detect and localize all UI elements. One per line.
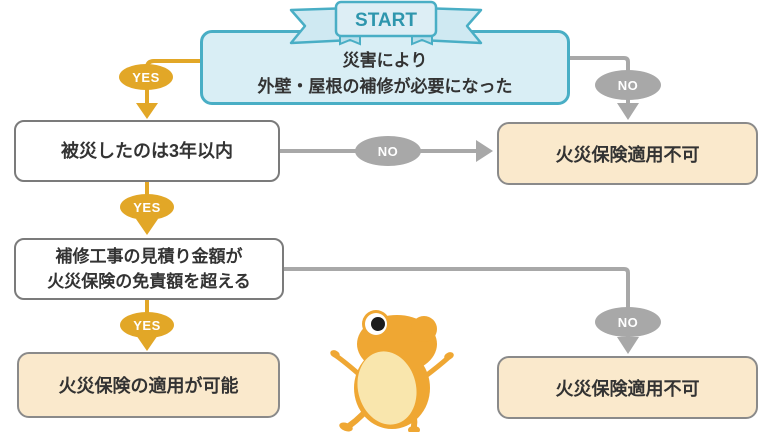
- node-result-not-applicable-bottom: 火災保険適用不可: [497, 356, 758, 419]
- node-condition-within-3-years: 被災したのは3年以内: [14, 120, 280, 182]
- node-result-applicable: 火災保険の適用が可能: [17, 352, 280, 418]
- edge-label-yes-1: YES: [119, 64, 173, 90]
- node-result-not-applicable-top: 火災保険適用不可: [497, 122, 758, 185]
- node-condition-disaster-line1: 災害により: [342, 50, 428, 70]
- node-condition-disaster-line2: 外壁・屋根の補修が必要になった: [257, 76, 513, 96]
- start-ribbon-plate: [334, 0, 438, 38]
- node-condition-estimate: 補修工事の見積り金額が 火災保険の免責額を超える: [14, 238, 284, 300]
- node-condition-estimate-line2: 火災保険の免責額を超える: [47, 272, 251, 291]
- edge-no1-arrowhead: [617, 103, 639, 120]
- node-condition-estimate-line1: 補修工事の見積り金額が: [55, 247, 243, 266]
- edge-yes1-arrowhead: [136, 103, 158, 119]
- edge-no3-line: [284, 267, 630, 338]
- node-condition-disaster: 災害により 外壁・屋根の補修が必要になった: [200, 30, 570, 105]
- start-label: START: [355, 10, 417, 31]
- node-condition-within-3-years-label: 被災したのは3年以内: [60, 140, 233, 161]
- edge-label-yes-2: YES: [120, 194, 174, 220]
- edge-label-no-2: NO: [355, 136, 421, 166]
- edge-label-no-3: NO: [595, 307, 661, 337]
- edge-yes3-arrowhead: [136, 335, 158, 351]
- edge-no3-arrowhead: [617, 337, 639, 354]
- edge-yes2-arrowhead: [136, 219, 158, 235]
- node-result-not-applicable-top-label: 火災保険適用不可: [555, 144, 700, 165]
- edge-label-no-1: NO: [595, 70, 661, 100]
- edge-no2-arrowhead: [476, 140, 493, 162]
- node-result-not-applicable-bottom-label: 火災保険適用不可: [555, 378, 700, 399]
- start-ribbon: START: [289, 0, 483, 46]
- frog-mascot-icon: [330, 310, 454, 432]
- edge-label-yes-3: YES: [120, 312, 174, 338]
- edge-no1-line: [569, 56, 630, 104]
- node-result-applicable-label: 火災保険の適用が可能: [58, 376, 239, 396]
